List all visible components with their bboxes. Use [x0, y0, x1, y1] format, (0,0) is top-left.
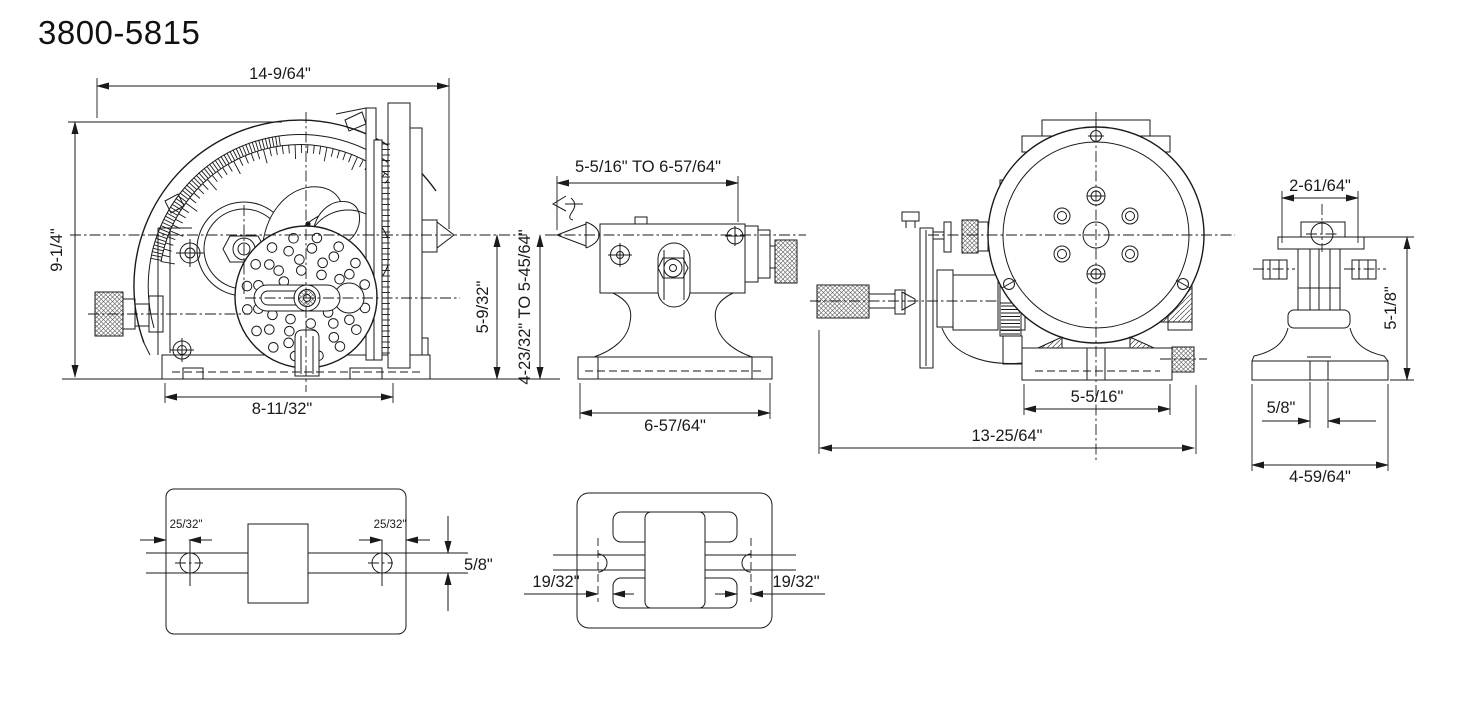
front-base-slab — [1251, 360, 1389, 381]
dimension-labels: 14-9/64" 9-1/4" 8-11/32" 5-9/32" 5-5/16"… — [48, 65, 1400, 591]
tailstock-base — [577, 356, 773, 380]
label-overall-height: 9-1/4" — [48, 228, 66, 272]
flange-top-tab — [901, 211, 920, 222]
view-tailstock-front — [1251, 221, 1389, 381]
crank-pin — [901, 291, 916, 311]
label-tsf-height: 5-1/8" — [1382, 286, 1400, 330]
foot-pad — [1287, 309, 1351, 329]
clamp-washer — [769, 245, 776, 269]
label-center-height: 5-9/32" — [474, 281, 492, 334]
tailstock-knob-knurled — [774, 239, 798, 284]
ts-slot-lines — [553, 554, 796, 571]
body-screw-bottom — [170, 338, 194, 362]
base-tslot-tabs — [182, 367, 383, 379]
worm-teeth-lines — [1001, 305, 1020, 335]
plate-key-tab — [294, 329, 320, 377]
worm-pin-stem — [932, 231, 945, 240]
crank-knob-rear — [816, 284, 870, 319]
tab-stems — [905, 221, 916, 228]
hub-block — [936, 269, 954, 328]
slide-top — [1300, 221, 1346, 238]
centerlines — [70, 112, 1338, 564]
worm-spacer — [977, 221, 989, 252]
gear-housing — [952, 274, 999, 331]
view-dividing-head-base-bottom — [146, 488, 407, 635]
swivel-arc-outer — [133, 119, 437, 344]
casting-neck-right — [714, 292, 753, 358]
crank-collar-rear — [894, 289, 906, 315]
label-t19-right: 19/32" — [772, 573, 819, 591]
ts-notch-right — [741, 553, 752, 573]
quill-lock-bolt — [608, 243, 632, 267]
label-ts-center-range: 5-5/16" TO 6-57/64" — [575, 158, 721, 176]
casting-curve — [941, 327, 1023, 364]
cover-top-edge — [335, 107, 367, 115]
label-ts-center-height-range: 4-23/32" TO 5-45/64" — [516, 229, 534, 384]
ts-notch-left — [597, 553, 608, 573]
slide-column — [1297, 249, 1341, 310]
side-nut-left — [1253, 259, 1295, 280]
label-tsf-slot-width: 5/8" — [1267, 399, 1296, 417]
faceplate-step — [409, 127, 423, 356]
vertical-slot — [657, 242, 691, 308]
view-tailstock-side — [551, 195, 798, 380]
body-screw-top — [176, 239, 204, 267]
base-outline — [165, 488, 407, 635]
base-key-slot — [1307, 356, 1331, 380]
side-nut-right — [1344, 259, 1386, 280]
label-b25-left: 25/32" — [170, 519, 203, 531]
inner-column — [644, 511, 706, 609]
shoulder-flange — [1277, 236, 1365, 250]
label-t19-left: 19/32" — [532, 573, 579, 591]
slot-open-stubs — [146, 552, 166, 574]
faceplate-hole-tl — [1053, 207, 1071, 225]
view-tailstock-base-bottom — [553, 492, 796, 629]
base-lock-knob — [1171, 346, 1195, 373]
view-dividing-head-rear — [816, 119, 1205, 381]
label-tsf-base-width: 4-59/64" — [1289, 468, 1351, 486]
rim-screw-right — [1175, 278, 1191, 290]
support-wedge-right — [1129, 336, 1155, 349]
clamp-screw-right — [725, 226, 745, 246]
rear-base-slab — [1021, 347, 1173, 381]
center-boss-rect — [247, 523, 309, 604]
label-b25-right: 25/32" — [374, 519, 407, 531]
label-ts-base-length: 6-57/64" — [644, 417, 706, 435]
worm-pin — [943, 221, 952, 253]
center-collar — [421, 219, 438, 253]
faceplate-hole-tr — [1121, 207, 1139, 225]
label-rear-base-width: 5-5/16" — [1071, 388, 1124, 406]
sector-pivot-dot — [305, 221, 311, 227]
support-wedge-left — [1037, 336, 1063, 349]
view-dividing-head-side — [94, 102, 455, 380]
label-b58-slot-width: 5/8" — [464, 556, 493, 574]
dividing-head-body — [157, 227, 326, 355]
label-overall-width: 14-9/64" — [249, 65, 311, 83]
worm-pedestal — [1002, 335, 1023, 365]
arc-foot — [143, 342, 151, 356]
label-tsf-top-width: 2-61/64" — [1289, 177, 1351, 195]
body-top-step — [634, 216, 648, 225]
worm-knurled-nut — [961, 219, 979, 254]
vernier-strip — [373, 139, 383, 361]
ts-base-outline — [576, 492, 773, 629]
vernier-ticks — [382, 143, 390, 354]
faceplate-hole-br — [1121, 245, 1139, 263]
clamp-plate-1 — [744, 225, 759, 283]
center-callout-symbol — [551, 195, 583, 221]
faceplate-hole-bl — [1053, 245, 1071, 263]
label-base-length: 8-11/32" — [252, 400, 313, 418]
part-number-title: 3800-5815 — [38, 14, 201, 51]
rim-screw-left — [1001, 278, 1017, 290]
label-overall-length: 13-25/64" — [972, 427, 1043, 445]
top-clamp-tab — [344, 111, 367, 132]
dimension-lines — [71, 82, 1411, 611]
casting-neck-left — [593, 292, 632, 358]
faceplate-edge — [387, 102, 411, 369]
base-curves — [1251, 327, 1389, 362]
clamp-plate-2 — [757, 229, 771, 279]
